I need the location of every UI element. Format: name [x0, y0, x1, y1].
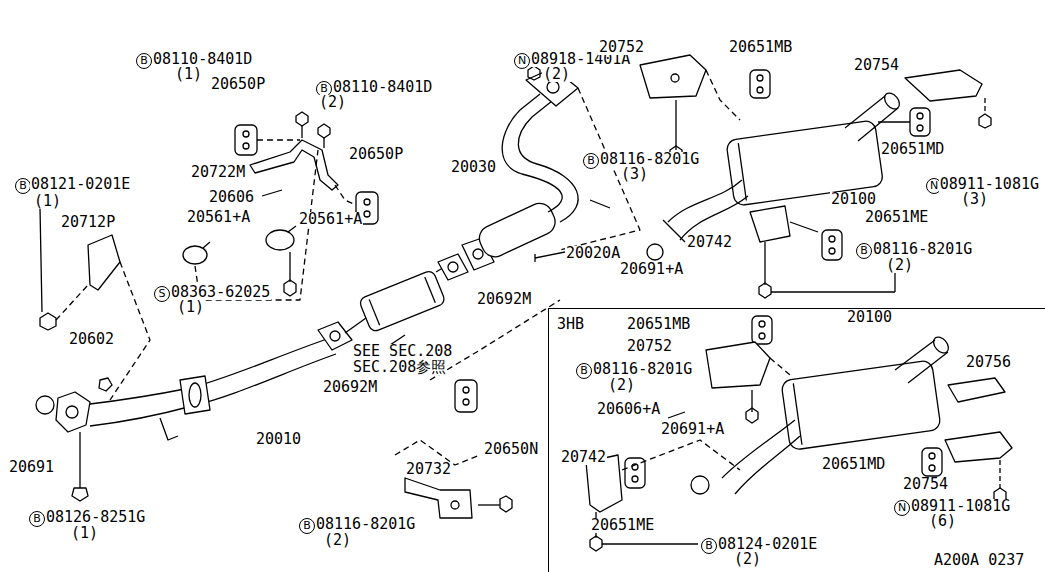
part-number: A200A 0237	[933, 553, 1025, 568]
part-number: SEC.208参照	[352, 360, 447, 375]
part-number: 08126-8251G	[45, 510, 146, 525]
part-number: (2)	[542, 67, 571, 82]
fastener-type-mark: B	[299, 518, 315, 534]
part-number: 20692M	[476, 292, 532, 307]
part-number: 08116-8201G	[599, 152, 700, 167]
part-number: 20561+A	[186, 210, 251, 225]
part-number: 20722M	[190, 165, 246, 180]
fastener-type-mark: B	[701, 538, 717, 554]
part-number: 20010	[255, 432, 302, 447]
part-number: 20030	[450, 160, 497, 175]
part-number: 08116-8201G	[592, 362, 693, 377]
part-number: 20742	[560, 450, 607, 465]
fastener-type-mark: B	[856, 243, 872, 259]
part-number: 20650N	[483, 442, 539, 457]
part-number: SEE SEC.208	[352, 344, 453, 359]
variant-heading: 3HB	[557, 317, 584, 332]
part-number: 20651MB	[626, 317, 691, 332]
fastener-type-mark: B	[136, 53, 152, 69]
part-number: (1)	[33, 194, 62, 209]
part-number: 20752	[626, 339, 673, 354]
part-number: (6)	[928, 514, 957, 529]
fastener-type-mark: B	[29, 511, 45, 527]
fastener-type-mark: B	[583, 153, 599, 169]
part-number: 20691+A	[619, 262, 684, 277]
part-number: 20100	[830, 192, 877, 207]
part-number: 20692M	[322, 380, 378, 395]
fastener-type-mark: S	[154, 286, 170, 302]
part-number: (3)	[620, 167, 649, 182]
part-number: 20650P	[210, 77, 266, 92]
part-number: 20100	[846, 310, 893, 325]
part-number: 08110-8401D	[332, 80, 433, 95]
part-number: 08116-8201G	[315, 517, 416, 532]
part-number: 20561+A	[298, 212, 363, 227]
fastener-type-mark: B	[576, 363, 592, 379]
part-number: 08121-0201E	[30, 177, 131, 192]
part-number: 20732	[405, 462, 452, 477]
part-number: 20752	[598, 40, 645, 55]
part-number: 20602	[68, 332, 115, 347]
part-number: 20651ME	[590, 518, 655, 533]
part-number: 20650P	[348, 147, 404, 162]
part-number: 20754	[902, 477, 949, 492]
part-number: 20691	[8, 460, 55, 475]
part-number: 20651MB	[728, 40, 793, 55]
part-number: (2)	[318, 95, 347, 110]
part-number: 08124-0201E	[717, 537, 818, 552]
part-number: (2)	[607, 378, 636, 393]
part-number: 08363-62025	[170, 285, 271, 300]
part-number: (2)	[733, 552, 762, 567]
part-number: (2)	[323, 533, 352, 548]
part-number: 20691+A	[660, 422, 725, 437]
part-number: (1)	[176, 300, 205, 315]
part-number: 08116-8201G	[872, 242, 973, 257]
part-number: 20754	[853, 58, 900, 73]
part-number: 08911-1081G	[910, 499, 1011, 514]
part-number: (1)	[70, 526, 99, 541]
part-number: 20651MD	[821, 457, 886, 472]
part-number: 20606	[208, 190, 255, 205]
part-number: 20651MD	[880, 142, 945, 157]
part-number: (3)	[960, 192, 989, 207]
part-number: (1)	[174, 67, 203, 82]
part-number: 20020A	[565, 246, 621, 261]
part-number: 20712P	[60, 215, 116, 230]
part-number: 08911-1081G	[939, 177, 1040, 192]
part-number: (2)	[885, 258, 914, 273]
part-number: 20742	[686, 235, 733, 250]
fastener-type-mark: N	[514, 53, 530, 69]
part-number: 08110-8401D	[152, 52, 253, 67]
fastener-type-mark: B	[15, 178, 31, 194]
part-number: 20651ME	[864, 210, 929, 225]
part-number: 20756	[965, 355, 1012, 370]
part-number: 20606+A	[596, 402, 661, 417]
fastener-type-mark: N	[894, 500, 910, 516]
